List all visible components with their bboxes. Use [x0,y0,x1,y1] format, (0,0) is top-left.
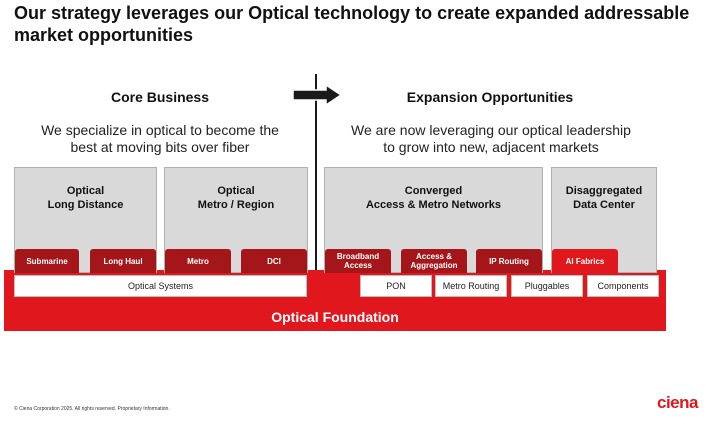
optical-foundation-label: Optical Foundation [271,309,399,325]
chip-broadband-access: Broadband Access [325,249,391,273]
panel-title: Optical Metro / Region [165,184,307,212]
expansion-heading: Expansion Opportunities [406,89,574,105]
chip-ai-fabrics: AI Fabrics [552,249,618,273]
panel-title: Converged Access & Metro Networks [325,184,542,212]
chip-line-2: Access [343,261,372,270]
chip-dci: DCI [241,249,307,273]
chip-line-1: Broadband [336,252,380,261]
chip-submarine: Submarine [15,249,79,273]
panel-title-line-1: Optical [217,185,255,197]
panel-optical-metro-region: Optical Metro / Region Metro DCI [164,167,308,273]
panel-disaggregated-data-center: Disaggregated Data Center AI Fabrics [551,167,657,273]
core-business-subtitle: We specialize in optical to become the b… [14,122,306,156]
panel-optical-long-distance: Optical Long Distance Submarine Long Hau… [14,167,157,273]
expansion-subtitle-line-1: We are now leveraging our optical leader… [351,122,631,138]
panel-title-line-2: Long Distance [47,199,124,211]
arrow-right-icon [292,84,342,106]
chip-long-haul: Long Haul [90,249,156,273]
box-components: Components [587,275,659,297]
ciena-logo: ciena [657,393,698,412]
chip-line-1: Access & [415,252,452,261]
box-pluggables: Pluggables [511,275,583,297]
panel-title-line-1: Converged [404,185,463,197]
panel-title-line-2: Access & Metro Networks [365,199,502,211]
chip-access-aggregation: Access & Aggregation [401,249,467,273]
expansion-subtitle: We are now leveraging our optical leader… [318,122,664,156]
panel-title-line-1: Optical [66,185,105,197]
box-pon: PON [360,275,432,297]
box-metro-routing: Metro Routing [435,275,507,297]
chip-metro: Metro [165,249,231,273]
section-divider [315,74,317,270]
chip-ip-routing: IP Routing [476,249,542,273]
panel-title: Optical Long Distance [15,184,156,212]
panel-converged-access-metro: Converged Access & Metro Networks Broadb… [324,167,543,273]
copyright-footer: © Ciena Corporation 2025. All rights res… [14,406,170,412]
chip-line-2: Aggregation [410,261,458,270]
panel-title-line-1: Disaggregated [565,185,643,197]
core-business-heading: Core Business [110,89,210,105]
panel-title-line-2: Data Center [573,199,635,211]
expansion-subtitle-line-2: to grow into new, adjacent markets [383,139,599,155]
box-optical-systems: Optical Systems [14,275,307,297]
panel-title: Disaggregated Data Center [552,184,656,212]
page-title: Our strategy leverages our Optical techn… [14,2,694,46]
panel-title-line-2: Metro / Region [197,199,275,211]
core-subtitle-line-2: best at moving bits over fiber [70,139,250,155]
page-title-text: Our strategy leverages our Optical techn… [14,3,690,45]
core-subtitle-line-1: We specialize in optical to become the [41,122,279,138]
